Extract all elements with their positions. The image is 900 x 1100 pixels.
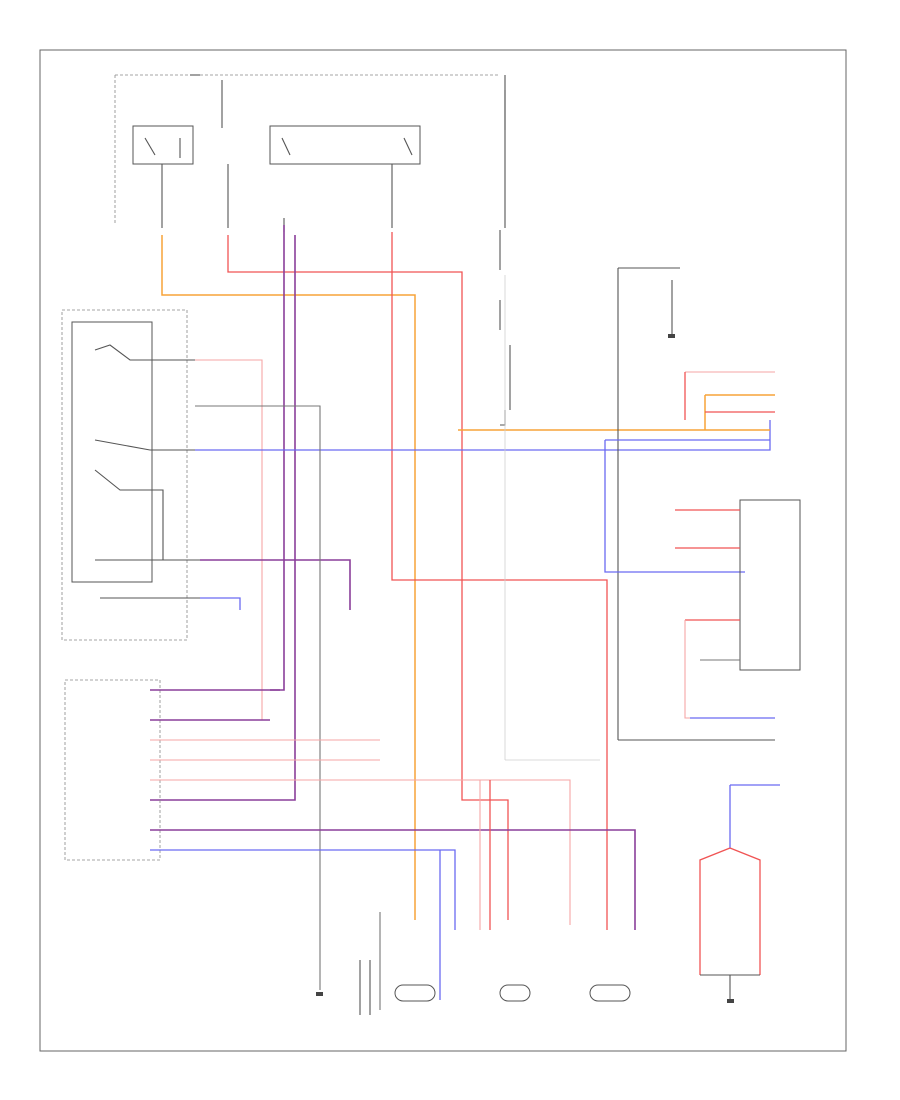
relay-left (132, 125, 194, 165)
bottom-left-connector (64, 679, 636, 930)
purple-wire-top (150, 225, 296, 801)
ground-symbols (316, 960, 371, 1015)
red-wire-right-relay (391, 232, 608, 930)
red-wire-top (227, 235, 509, 920)
right-lower-module (675, 499, 801, 719)
headlight-switch-module (61, 309, 200, 641)
orange-wire-top (161, 235, 416, 920)
relay-right (269, 125, 421, 165)
headlight-connectors (379, 780, 491, 1010)
switch-output-wires (150, 359, 771, 990)
left-headlight (394, 984, 436, 1002)
sound-generator (499, 984, 531, 1002)
relay-connectors (161, 164, 393, 232)
lower-right-wires (618, 739, 780, 1003)
faint-guides (504, 275, 600, 761)
top-fuse-section (114, 74, 506, 228)
right-switch-wires (604, 371, 775, 573)
right-relay-box (617, 267, 680, 740)
right-headlight (589, 984, 631, 1002)
diagram-border (39, 49, 847, 1052)
